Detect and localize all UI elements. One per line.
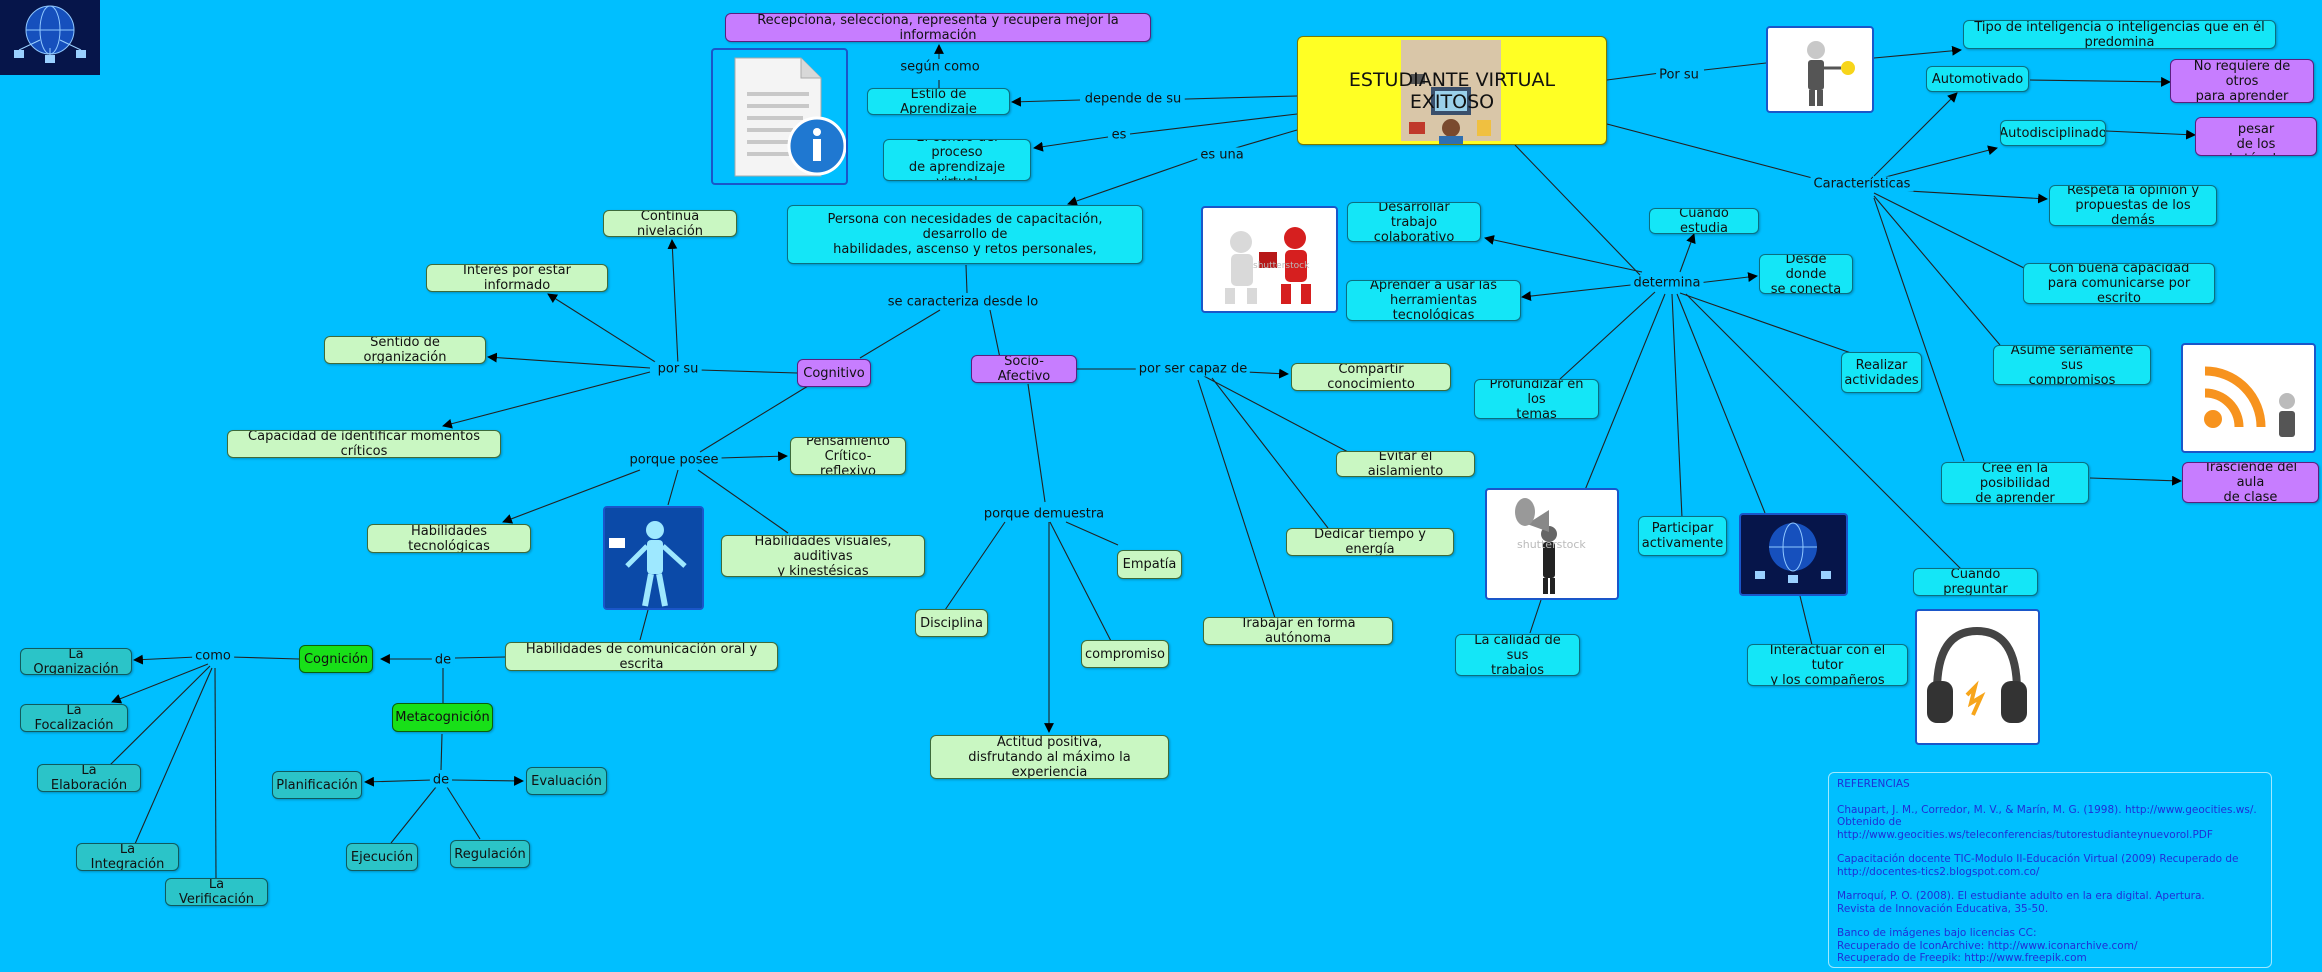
globe-network-image-2 bbox=[1739, 513, 1848, 596]
puzzle-people-image: shutterstock bbox=[1201, 206, 1338, 313]
phrase-como: como bbox=[192, 648, 234, 664]
node-la-organizacion[interactable]: La Organización bbox=[20, 648, 132, 675]
node-cognicion[interactable]: Cognición bbox=[299, 645, 373, 673]
reference-entry: Capacitación docente TIC-Modulo II-Educa… bbox=[1837, 853, 2239, 878]
lightbulb-figure-icon bbox=[1807, 41, 1855, 106]
megaphone-figure-icon: shutterstock bbox=[1515, 498, 1586, 594]
node-disciplina[interactable]: Disciplina bbox=[915, 609, 988, 637]
node-automotivado[interactable]: Automotivado bbox=[1926, 66, 2029, 92]
globe-network-image bbox=[0, 0, 100, 75]
phrase-por-su: por su bbox=[654, 361, 702, 377]
phrase-de-metacognicion: de bbox=[429, 772, 453, 788]
node-la-integracion[interactable]: La Integración bbox=[76, 843, 179, 871]
node-cognitivo[interactable]: Cognitivo bbox=[797, 359, 871, 387]
node-profundizar[interactable]: Profundizar en los temas bbox=[1474, 379, 1599, 419]
node-continua-nivelacion[interactable]: Continua nivelación bbox=[603, 210, 737, 237]
rss-icon bbox=[2204, 366, 2295, 437]
node-centro-proceso[interactable]: El centro del proceso de aprendizaje vir… bbox=[883, 139, 1031, 181]
node-habilidades-tecnologicas[interactable]: Habilidades tecnológicas bbox=[367, 524, 531, 553]
reference-entry: Chaupart, J. M., Corredor, M. V., & Marí… bbox=[1837, 803, 2257, 841]
phrase-caracteristicas: Características bbox=[1810, 176, 1914, 192]
node-trasciende-aula[interactable]: Trasciende del aula de clase bbox=[2182, 462, 2319, 503]
node-habilidades-comunicacion[interactable]: Habilidades de comunicación oral y escri… bbox=[505, 642, 778, 671]
node-evitar-aislamiento[interactable]: Evitar el aislamiento bbox=[1336, 451, 1475, 477]
phrase-porque-demuestra: porque demuestra bbox=[980, 506, 1108, 522]
node-interes[interactable]: Interés por estar informado bbox=[426, 264, 608, 292]
phrase-es: es bbox=[1108, 127, 1130, 143]
node-recepciona[interactable]: Recepciona, selecciona, representa y rec… bbox=[725, 13, 1151, 42]
node-actitud-positiva[interactable]: Actitud positiva, disfrutando al máximo … bbox=[930, 735, 1169, 779]
phrase-segun-como: según como bbox=[897, 59, 983, 75]
node-interactuar-tutor[interactable]: Interactuar con el tutor y los compañero… bbox=[1747, 644, 1908, 686]
node-capacidad-identificar[interactable]: Capacidad de identificar momentos crític… bbox=[227, 430, 501, 458]
node-no-requiere[interactable]: No requiere de otros para aprender bbox=[2170, 59, 2314, 103]
node-aprender-herramientas[interactable]: Aprender a usar las herramientas tecnoló… bbox=[1346, 280, 1521, 321]
headphones-icon bbox=[1927, 626, 2027, 723]
node-desde-donde[interactable]: Desde donde se conecta bbox=[1759, 254, 1853, 294]
node-estilo-aprendizaje[interactable]: Estilo de Aprendizaje bbox=[867, 88, 1010, 115]
node-sentido-organizacion[interactable]: Sentido de organización bbox=[324, 336, 486, 364]
node-asume-compromisos[interactable]: Asume seriamente sus compromisos bbox=[1993, 345, 2151, 385]
node-regulacion[interactable]: Regulación bbox=[450, 840, 530, 868]
phrase-de-comunicacion: de bbox=[431, 652, 455, 668]
rss-feed-image bbox=[2181, 343, 2316, 453]
node-trabajar-autonoma[interactable]: Trabajar en forma autónoma bbox=[1203, 617, 1393, 645]
node-buena-capacidad[interactable]: Con buena capacidad para comunicarse por… bbox=[2023, 263, 2215, 304]
virtual-reality-figure-icon bbox=[605, 508, 702, 608]
node-autodisciplinado[interactable]: Autodisciplinado bbox=[2000, 120, 2106, 146]
node-participar-activamente[interactable]: Participar activamente bbox=[1638, 516, 1727, 556]
node-tipo-inteligencia[interactable]: Tipo de inteligencia o inteligencias que… bbox=[1963, 20, 2276, 49]
references-panel: REFERENCIAS Chaupart, J. M., Corredor, M… bbox=[1828, 772, 2272, 968]
node-respeta-opinion[interactable]: Respeta la opinión y propuestas de los d… bbox=[2049, 185, 2217, 226]
vr-person-image bbox=[603, 506, 704, 610]
node-compromiso[interactable]: compromiso bbox=[1081, 640, 1169, 668]
root-image bbox=[1401, 40, 1501, 144]
node-cuando-estudia[interactable]: Cuando estudia bbox=[1649, 208, 1759, 234]
node-persona[interactable]: Persona con necesidades de capacitación,… bbox=[787, 205, 1143, 264]
reference-entry: Marroquí, P. O. (2008). El estudiante ad… bbox=[1837, 890, 2205, 915]
puzzle-figures-icon: shutterstock bbox=[1225, 227, 1311, 304]
root-title: ESTUDIANTE VIRTUAL EXITOSO bbox=[1348, 68, 1556, 113]
headphones-image bbox=[1915, 609, 2040, 745]
phrase-depende-de-su: depende de su bbox=[1081, 91, 1185, 107]
watermark-text: shutterstock bbox=[1253, 261, 1310, 271]
node-metacognicion[interactable]: Metacognición bbox=[392, 703, 493, 732]
document-info-icon bbox=[734, 57, 846, 177]
phrase-se-caracteriza: se caracteriza desde lo bbox=[884, 294, 1042, 310]
node-continua-pesar[interactable]: Continua a pesar de los obstáculos bbox=[2195, 117, 2317, 156]
reference-entry: Banco de imágenes bajo licencias CC: Rec… bbox=[1837, 927, 2138, 964]
node-habilidades-visuales[interactable]: Habilidades visuales, auditivas y kinest… bbox=[721, 535, 925, 577]
node-cuando-preguntar[interactable]: Cuando preguntar bbox=[1913, 568, 2038, 596]
node-desarrollar-colaborativo[interactable]: Desarrollar trabajo colaborativo bbox=[1347, 202, 1481, 242]
globe-icon bbox=[14, 5, 86, 63]
phrase-por-su-top: Por su bbox=[1656, 67, 1702, 83]
references-heading: REFERENCIAS bbox=[1837, 778, 1910, 790]
globe-icon bbox=[1755, 522, 1831, 583]
megaphone-person-image: shutterstock bbox=[1485, 488, 1619, 600]
node-ejecucion[interactable]: Ejecución bbox=[346, 843, 418, 871]
watermark-text: shutterstock bbox=[1517, 538, 1586, 551]
info-document-image bbox=[711, 48, 848, 185]
node-dedicar-tiempo[interactable]: Dedicar tiempo y energía bbox=[1286, 528, 1454, 556]
node-empatia[interactable]: Empatía bbox=[1117, 550, 1182, 579]
node-evaluacion[interactable]: Evaluación bbox=[526, 767, 607, 795]
node-la-focalizacion[interactable]: La Focalización bbox=[20, 704, 128, 732]
desk-illustration-icon bbox=[1409, 74, 1491, 144]
lightbulb-person-image bbox=[1766, 26, 1874, 113]
phrase-porque-posee: porque posee bbox=[626, 452, 722, 468]
node-calidad-trabajos[interactable]: La calidad de sus trabajos bbox=[1455, 634, 1580, 676]
node-la-verificacion[interactable]: La Verificación bbox=[165, 878, 268, 906]
node-realizar-actividades[interactable]: Realizar actividades bbox=[1841, 352, 1922, 393]
node-socio-afectivo[interactable]: Socio- Afectivo bbox=[971, 355, 1077, 383]
phrase-es-una: es una bbox=[1197, 147, 1247, 163]
node-planificacion[interactable]: Planificación bbox=[272, 771, 362, 799]
phrase-por-ser-capaz: por ser capaz de bbox=[1135, 361, 1251, 377]
phrase-determina: determina bbox=[1630, 275, 1704, 291]
node-pensamiento-critico[interactable]: Pensamiento Crítico- reflexivo bbox=[790, 437, 906, 475]
node-cree-posibilidad[interactable]: Cree en la posibilidad de aprender bbox=[1941, 462, 2089, 504]
root-node[interactable]: ESTUDIANTE VIRTUAL EXITOSO bbox=[1297, 36, 1607, 145]
node-la-elaboracion[interactable]: La Elaboración bbox=[37, 764, 141, 792]
node-compartir-conocimiento[interactable]: Compartir conocimiento bbox=[1291, 363, 1451, 391]
